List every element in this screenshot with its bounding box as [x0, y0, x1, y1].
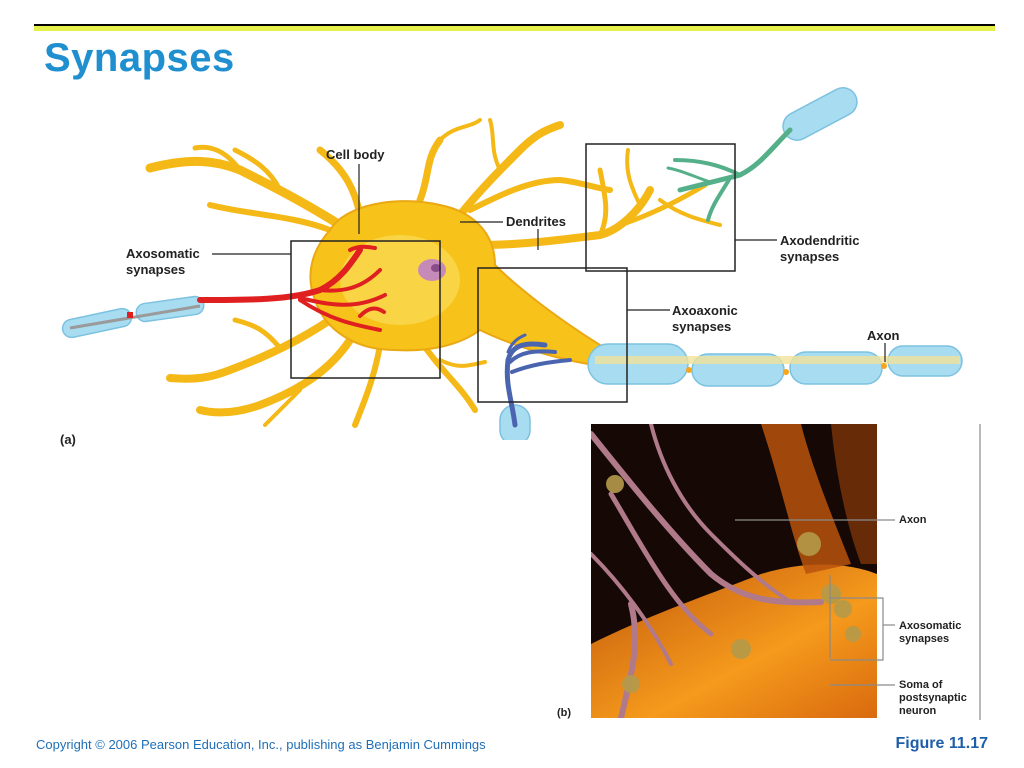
micrograph — [591, 424, 877, 718]
label-soma-line3: neuron — [899, 705, 937, 717]
axodendritic-axon — [666, 87, 858, 222]
nucleolus — [431, 264, 441, 272]
figure-number: Figure 11.17 — [895, 735, 989, 752]
label-cell-body: Cell body — [326, 147, 385, 162]
axoaxonic-axon — [499, 333, 572, 440]
label-axon-b: Axon — [899, 514, 927, 526]
neuron-diagram — [61, 87, 963, 440]
label-dendrites: Dendrites — [506, 214, 566, 229]
label-axosomatic-b-line1: Axosomatic — [899, 620, 962, 632]
panel-b-label: (b) — [557, 707, 572, 719]
label-axodendritic-line1: Axodendritic — [780, 233, 860, 248]
title-rule — [34, 24, 995, 31]
label-soma-line1: Soma of — [899, 679, 943, 691]
label-axosomatic-a-line2: synapses — [126, 262, 186, 277]
leader-lines — [212, 164, 886, 362]
presynaptic-axon-left — [61, 295, 205, 339]
label-axon-a: Axon — [867, 328, 900, 343]
label-axosomatic-a: Axosomatic synapses — [126, 246, 200, 278]
label-soma-line2: postsynaptic — [899, 692, 967, 704]
label-axosomatic-b-line2: synapses — [899, 633, 950, 645]
label-axoaxonic: Axoaxonic synapses — [672, 303, 738, 335]
axosomatic-terminals — [197, 244, 387, 332]
label-axoaxonic-line1: Axoaxonic — [672, 303, 738, 318]
label-soma: Soma of postsynaptic neuron — [899, 679, 967, 718]
label-axosomatic-b: Axosomatic synapses — [899, 620, 961, 646]
dendrites — [145, 118, 722, 428]
slide-title: Synapses — [44, 36, 235, 80]
copyright-notice: Copyright © 2006 Pearson Education, Inc.… — [36, 737, 486, 752]
panel-a-label: (a) — [60, 432, 76, 447]
efferent-axon — [587, 343, 963, 387]
label-axosomatic-a-line1: Axosomatic — [126, 246, 200, 261]
label-axoaxonic-line2: synapses — [672, 319, 732, 334]
label-axodendritic: Axodendritic synapses — [780, 233, 859, 265]
micrograph-image — [591, 424, 877, 718]
label-axodendritic-line2: synapses — [780, 249, 840, 264]
inset-boxes — [290, 143, 736, 403]
